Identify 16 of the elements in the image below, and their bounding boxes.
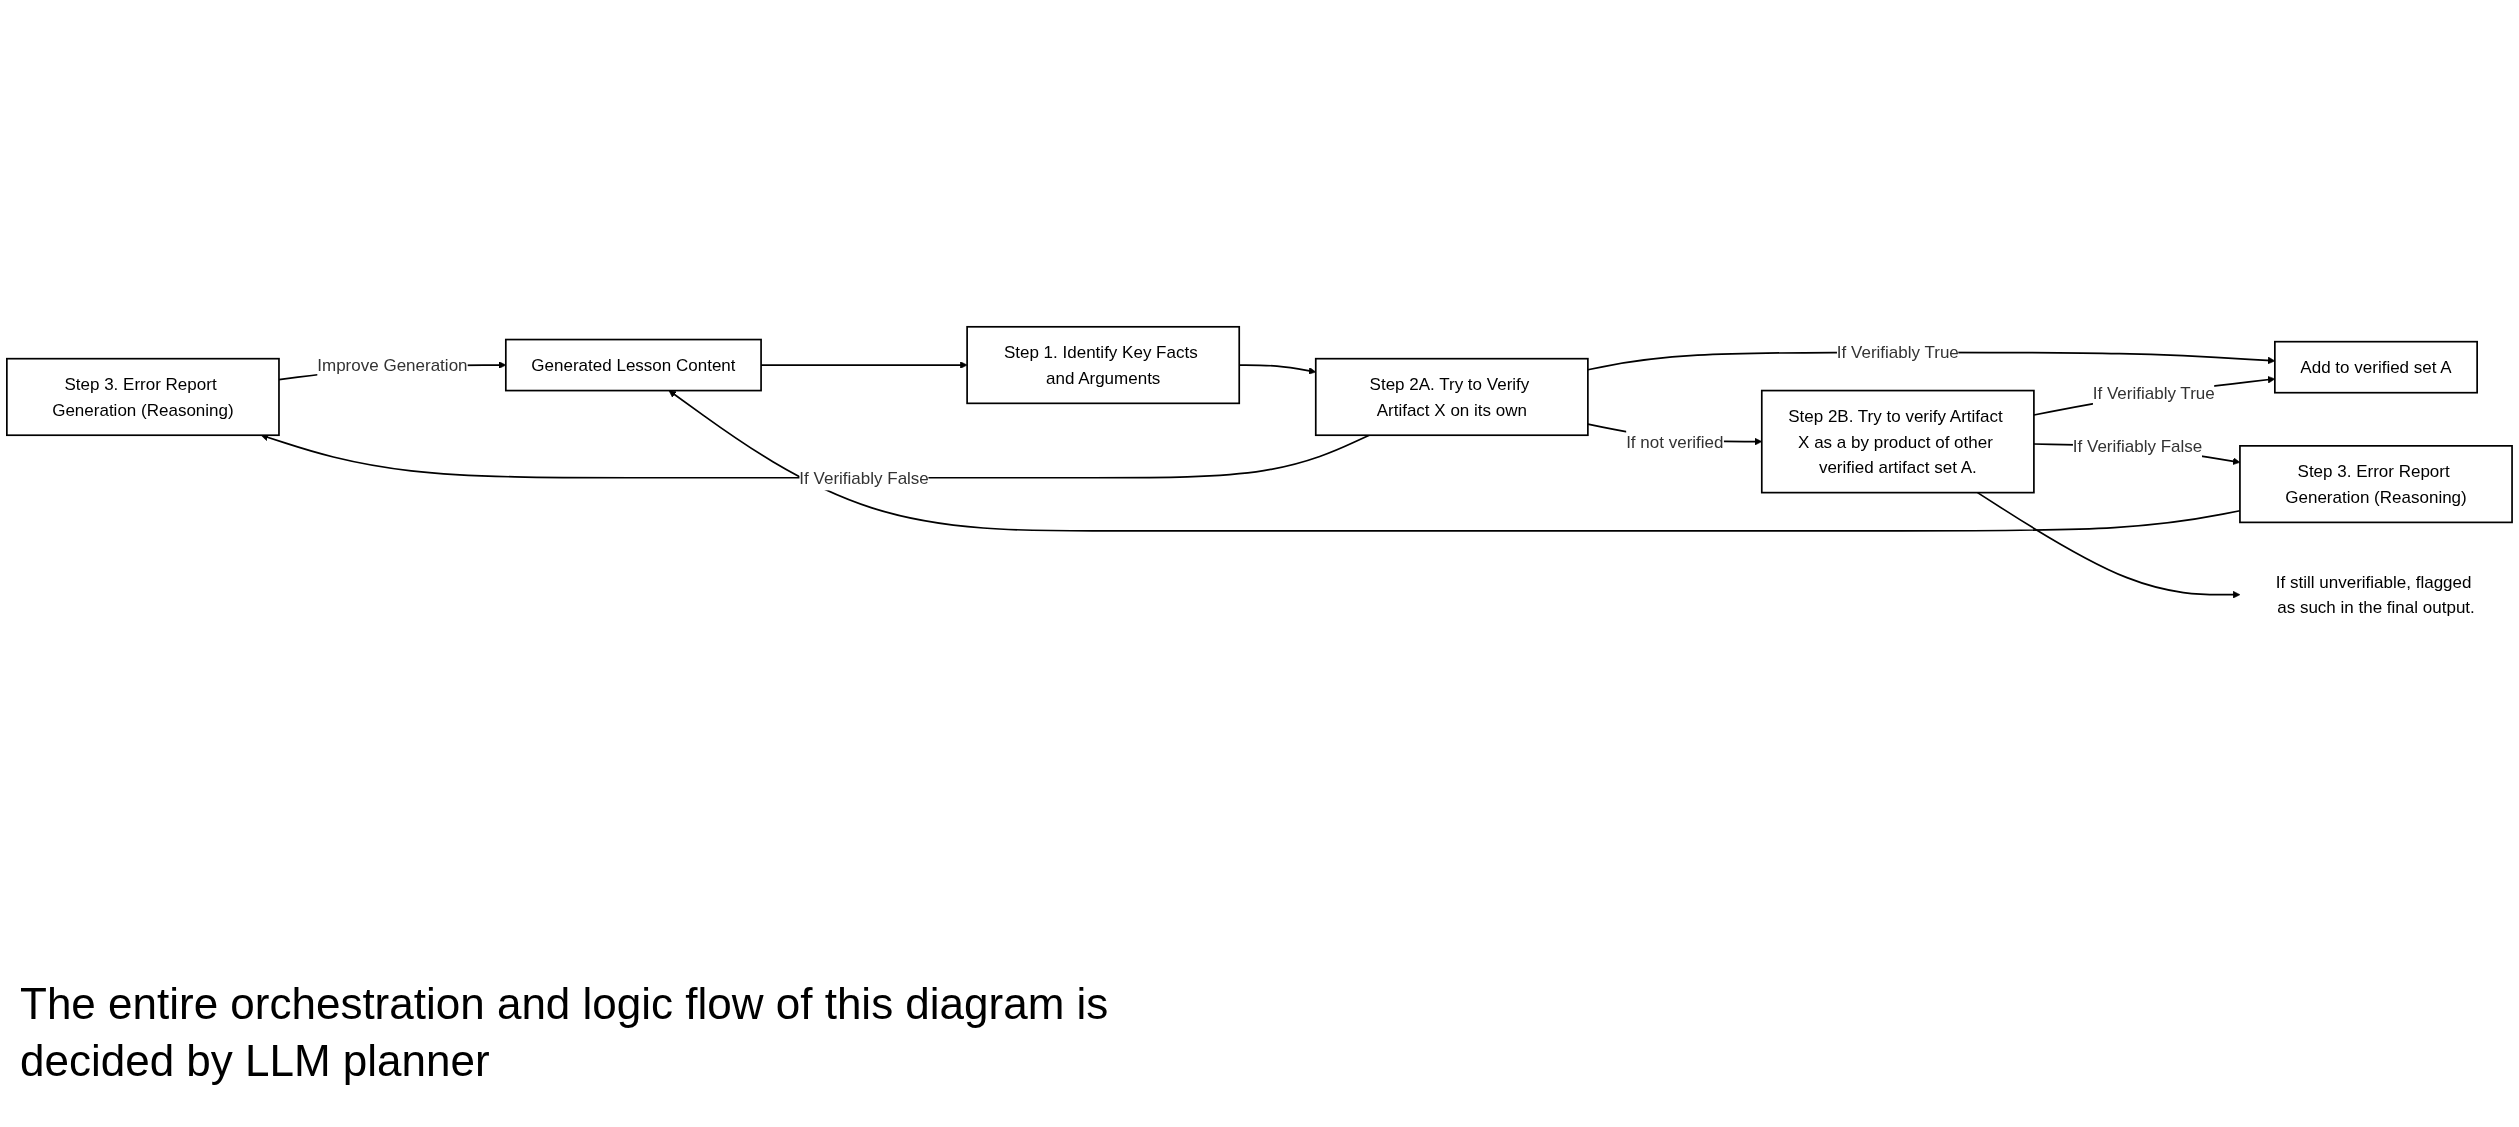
node-box: Step 2A. Try to Verify Artifact X on its own	[1314, 357, 1589, 437]
node-box: Generated Lesson Content	[505, 338, 762, 392]
edge-label: If Verifiably True	[1836, 343, 1959, 362]
edge-label: Improve Generation	[317, 355, 468, 375]
node-box: Step 1. Identify Key Facts and Arguments	[966, 326, 1241, 405]
node-text: If still unverifiable, flagged as such in the final output.	[2275, 572, 2475, 617]
arrow	[1976, 491, 2241, 599]
note-text: The entire orchestration and logic flow of this diagram is decided by LLM planner	[20, 978, 1110, 1088]
node-box: Step 2B. Try to verify Artifact X as a by product of other verified artifact set A.	[1761, 389, 2035, 494]
node-box: Add to verified set A	[2274, 340, 2479, 394]
edge-label: If Verifiably False	[2072, 436, 2203, 456]
edge-label: If Verifiably True	[2092, 383, 2215, 403]
node-box: Step 3. Error Report Generation (Reasoning)	[6, 357, 280, 437]
node-box: Step 3. Error Report Generation (Reasoning)	[2239, 445, 2513, 524]
edge-label: If Verifiably False	[799, 468, 929, 488]
edge-label: If not verified	[1626, 432, 1724, 452]
